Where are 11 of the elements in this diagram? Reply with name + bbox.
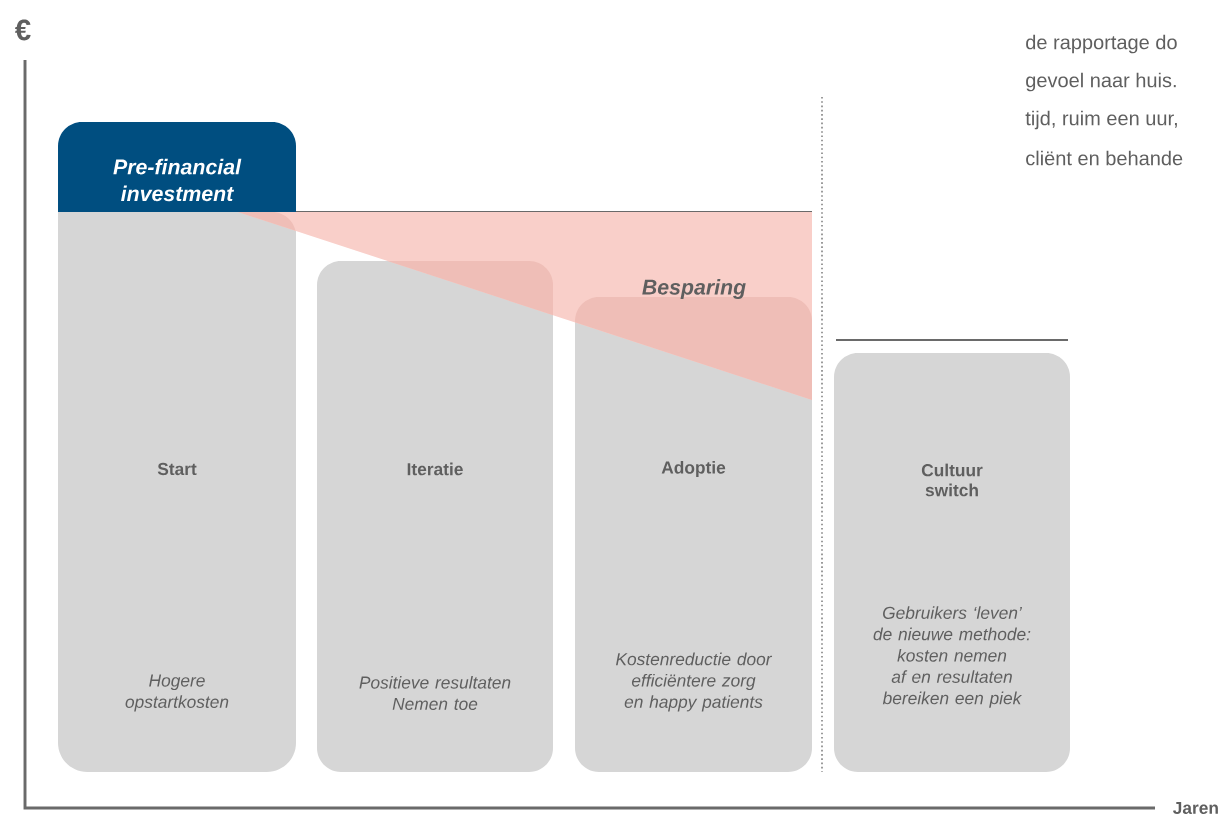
- paragraph-line: cliënt en behande: [1026, 150, 1183, 166]
- paragraph-line: de rapportage do: [1026, 34, 1177, 54]
- investment-box: Pre-financial investment: [58, 122, 296, 212]
- stage-box: Start Hogere opstartkosten: [58, 212, 296, 772]
- currency-symbol: €: [15, 19, 31, 41]
- savings-triangle: Besparing: [238, 212, 812, 400]
- axis-label: Jaren: [1173, 801, 1218, 815]
- stage-box: Cultuur switch Gebruikers ‘leven’ de nieuwe methode: kosten nemen af en resultaten bereiken een piek: [834, 353, 1070, 772]
- paragraph-line: gevoel naar huis.: [1026, 72, 1176, 92]
- paragraph-line: tijd, ruim een uur,: [1025, 110, 1177, 130]
- stage-box: Iteratie Positieve resultaten Nemen toe: [317, 261, 553, 772]
